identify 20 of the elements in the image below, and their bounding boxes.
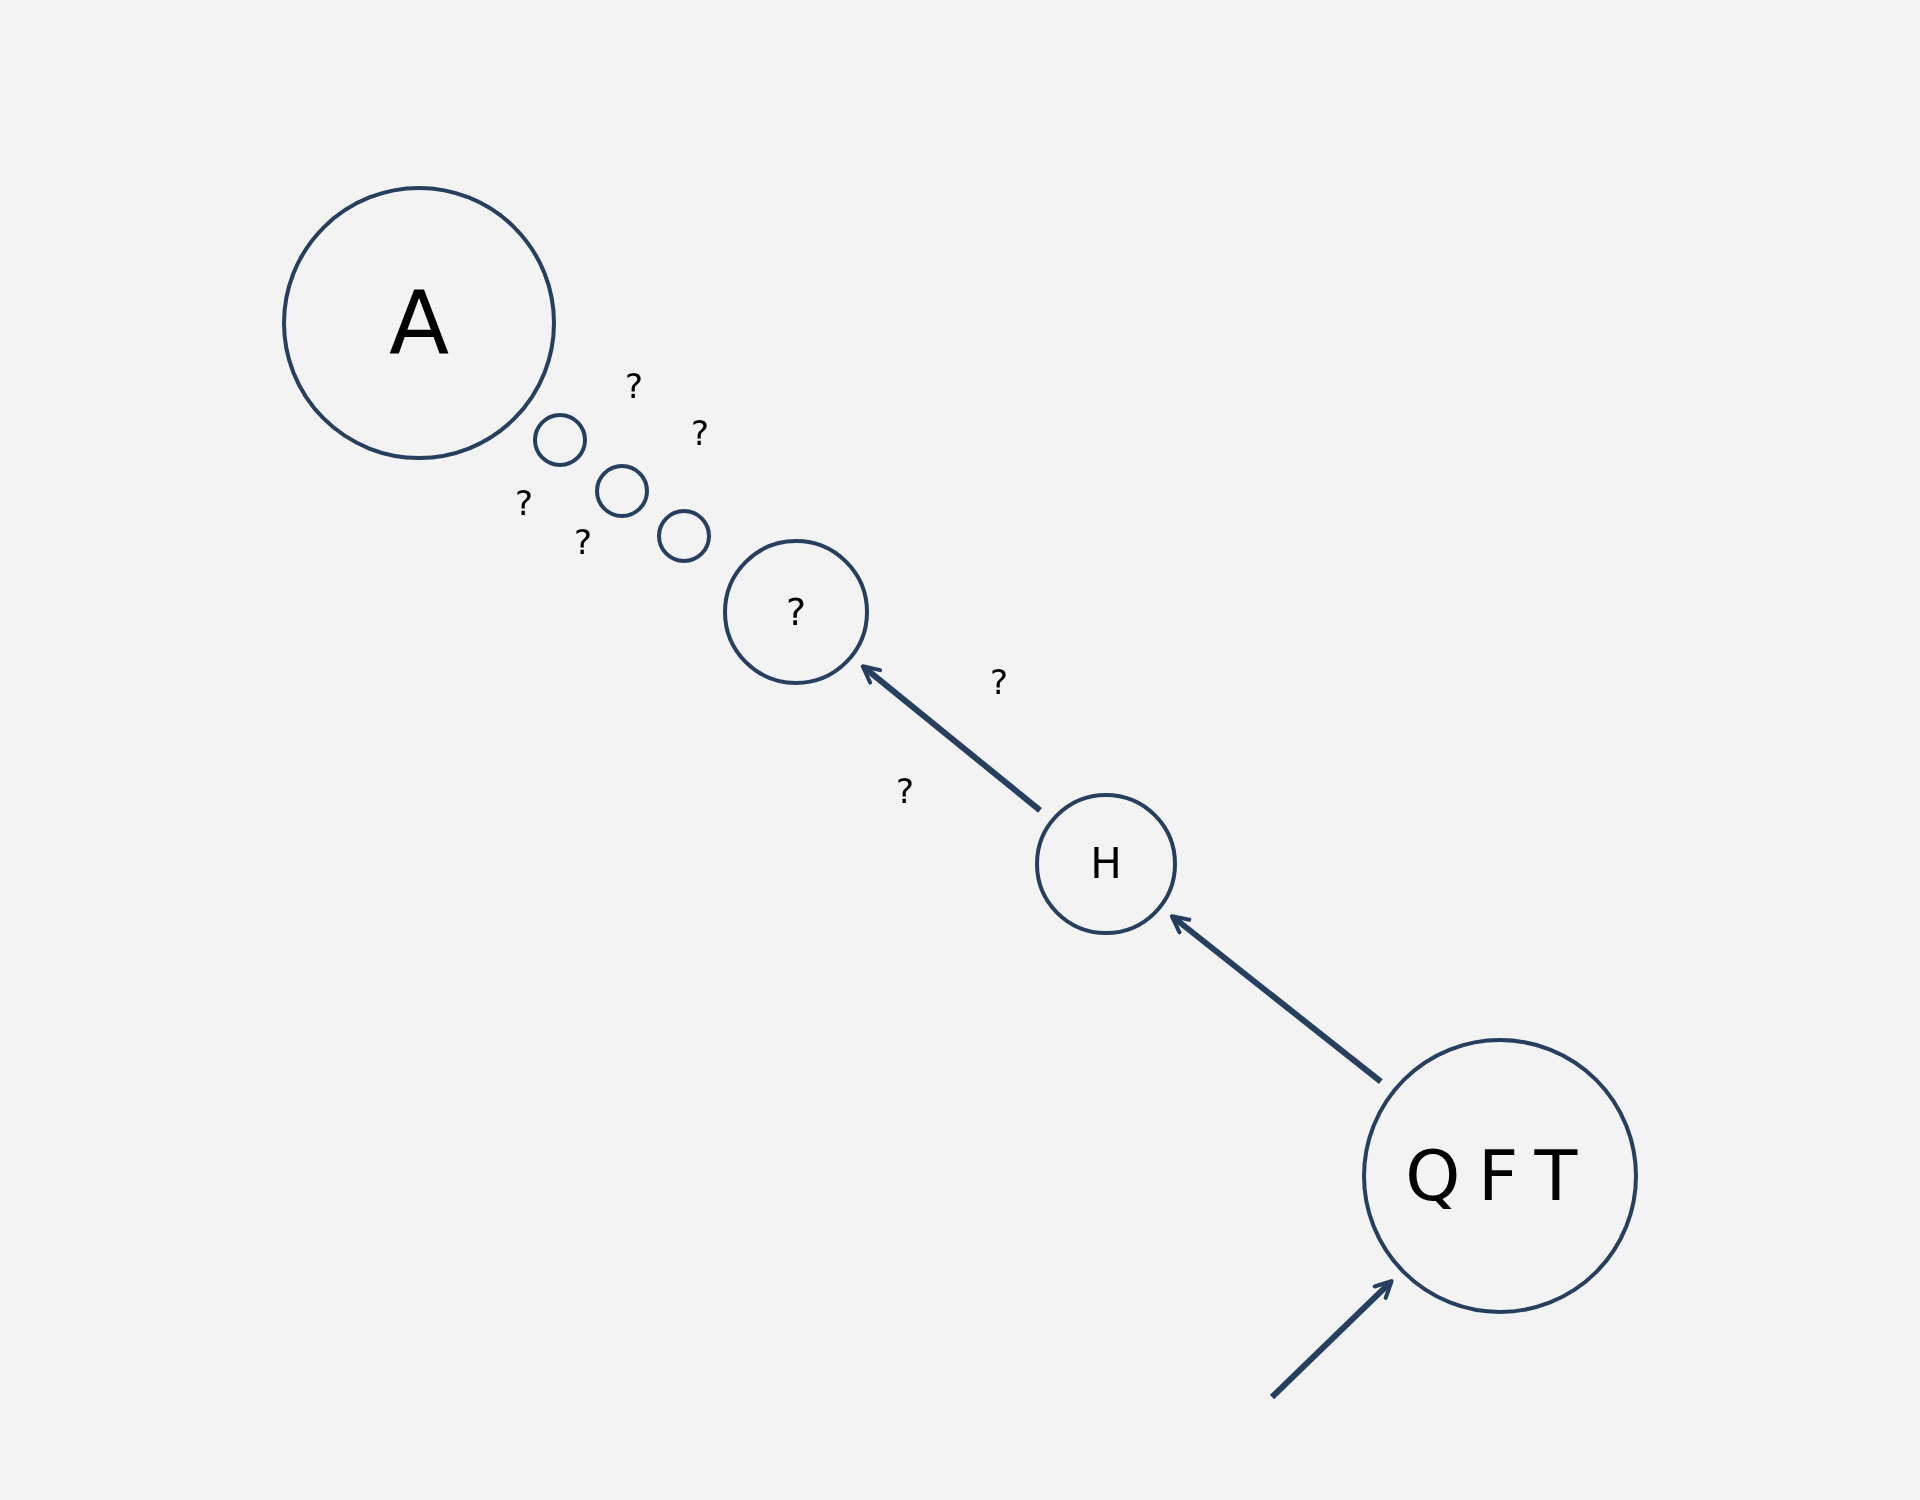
question-mark-label: ? [896,774,914,808]
question-mark-label: ? [515,486,533,520]
circle-node [1035,793,1177,935]
arrow [1269,1279,1394,1400]
arrow [860,664,1042,813]
arrow [1169,914,1383,1084]
circle-node [1362,1038,1638,1314]
node-label: H [1090,843,1122,885]
node-label: QFT [1405,1141,1595,1211]
question-mark-label: ? [691,416,709,450]
question-mark-label: ? [990,665,1008,699]
thought-bubble-circle [533,413,587,467]
node-label: A [388,279,450,367]
thought-bubble-circle [657,509,711,563]
thought-bubble-circle [595,464,649,518]
question-mark-label: ? [625,369,643,403]
node-label: ? [785,593,807,631]
circle-node [282,186,556,460]
circle-node [723,539,869,685]
question-mark-label: ? [574,525,592,559]
